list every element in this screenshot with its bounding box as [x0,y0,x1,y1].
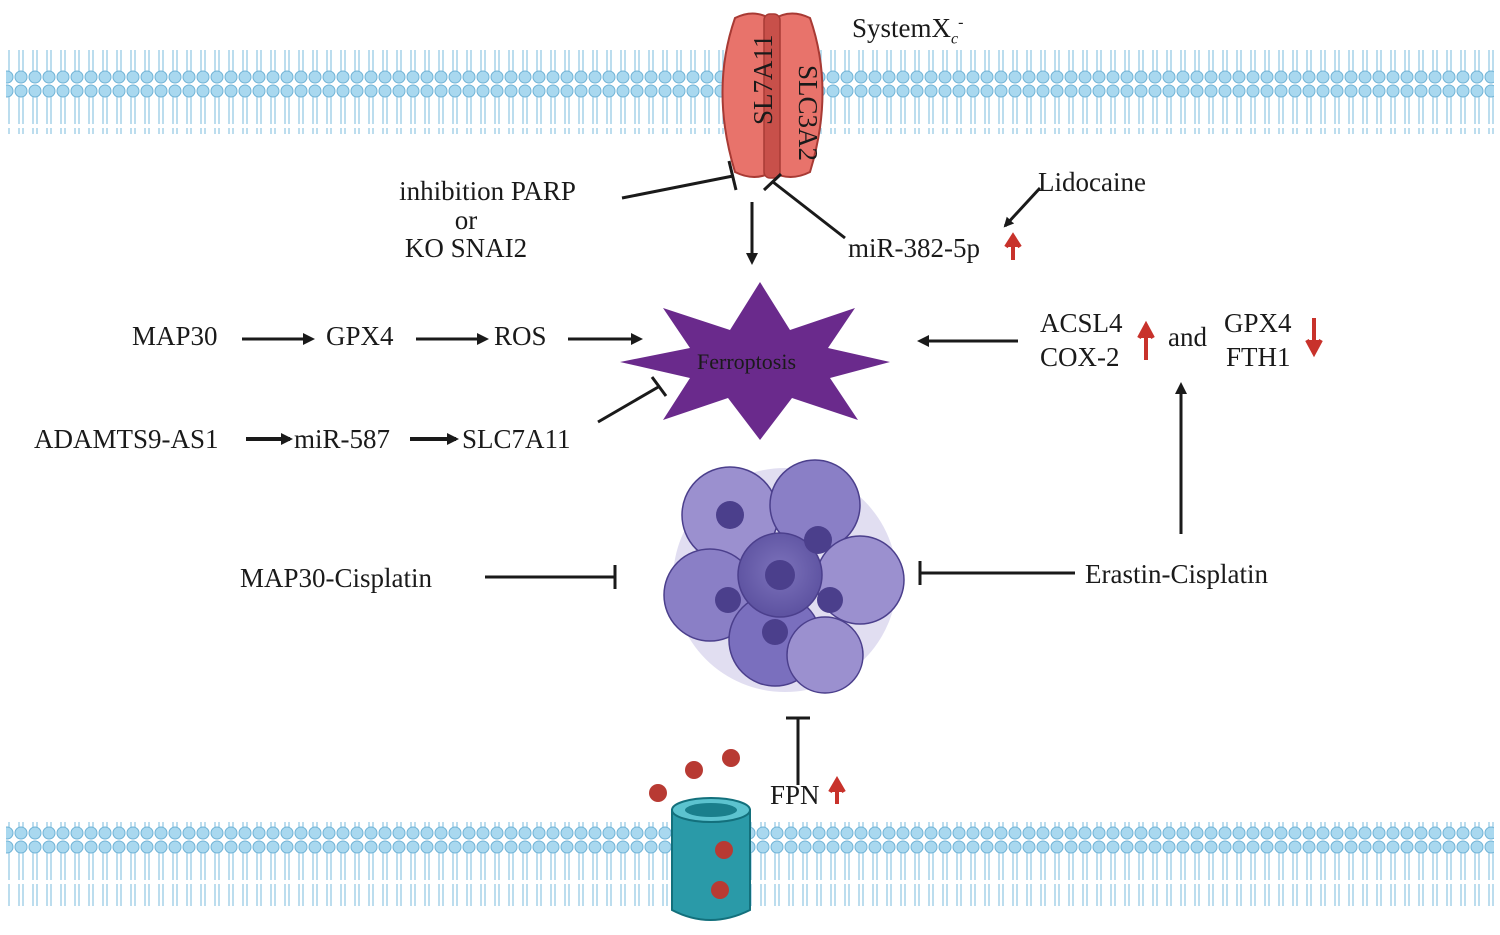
gpx4-right-label: GPX4 [1224,308,1292,338]
ferroptosis-label: Ferroptosis [697,349,796,374]
iron-ion [711,881,729,899]
mir382-label: miR-382-5p [848,233,980,263]
adamts9-label: ADAMTS9-AS1 [34,424,219,454]
and-label: and [1168,322,1207,352]
mir587-label: miR-587 [294,424,391,454]
tumor-cell-cluster [663,459,905,694]
slc7a11-label: SLC7A11 [462,424,571,454]
map30-label: MAP30 [132,321,218,351]
acsl4-label: ACSL4 [1040,308,1123,338]
fpn-channel [671,797,751,921]
systemxc-label: SystemXc- [852,13,964,48]
gpx4-label: GPX4 [326,321,394,351]
lidocaine-arrow [1003,186,1042,228]
inhibition-tbar-line [621,174,734,200]
mir382-inhibits-transporter-line [772,180,846,240]
iron-ion [715,841,733,859]
mir382-tbar-end [762,172,783,192]
transporter-sl7a11: SL7A11 [748,34,778,125]
slc7a11-inhibits-ferroptosis [597,384,661,424]
iron-ion [649,784,667,802]
mir382-up-arrow [1004,232,1022,260]
transporter-slc3a2: SLC3A2 [793,65,823,162]
ko-snai2-label: KO SNAI2 [404,233,528,263]
map30-cisplatin-label: MAP30-Cisplatin [240,563,433,593]
erastin-cisplatin-label: Erastin-Cisplatin [1085,559,1268,589]
cox2-label: COX-2 [1040,342,1120,372]
gpx4-down-arrow [1305,318,1323,358]
ferroptosis-star [620,282,890,440]
systemxc-transporter [721,12,824,179]
lidocaine-label: Lidocaine [1038,167,1146,197]
fpn-up-arrow [828,776,846,804]
inhibition-parp-label: inhibition PARP [399,176,576,206]
inhibition-tbar-end [727,160,738,191]
or-label: or [454,205,478,235]
fpn-label: FPN [770,780,820,810]
iron-ion [722,749,740,767]
iron-ion [685,761,703,779]
fth1-label: FTH1 [1226,342,1291,372]
acsl4-up-arrow [1137,320,1155,360]
ros-label: ROS [494,321,547,351]
